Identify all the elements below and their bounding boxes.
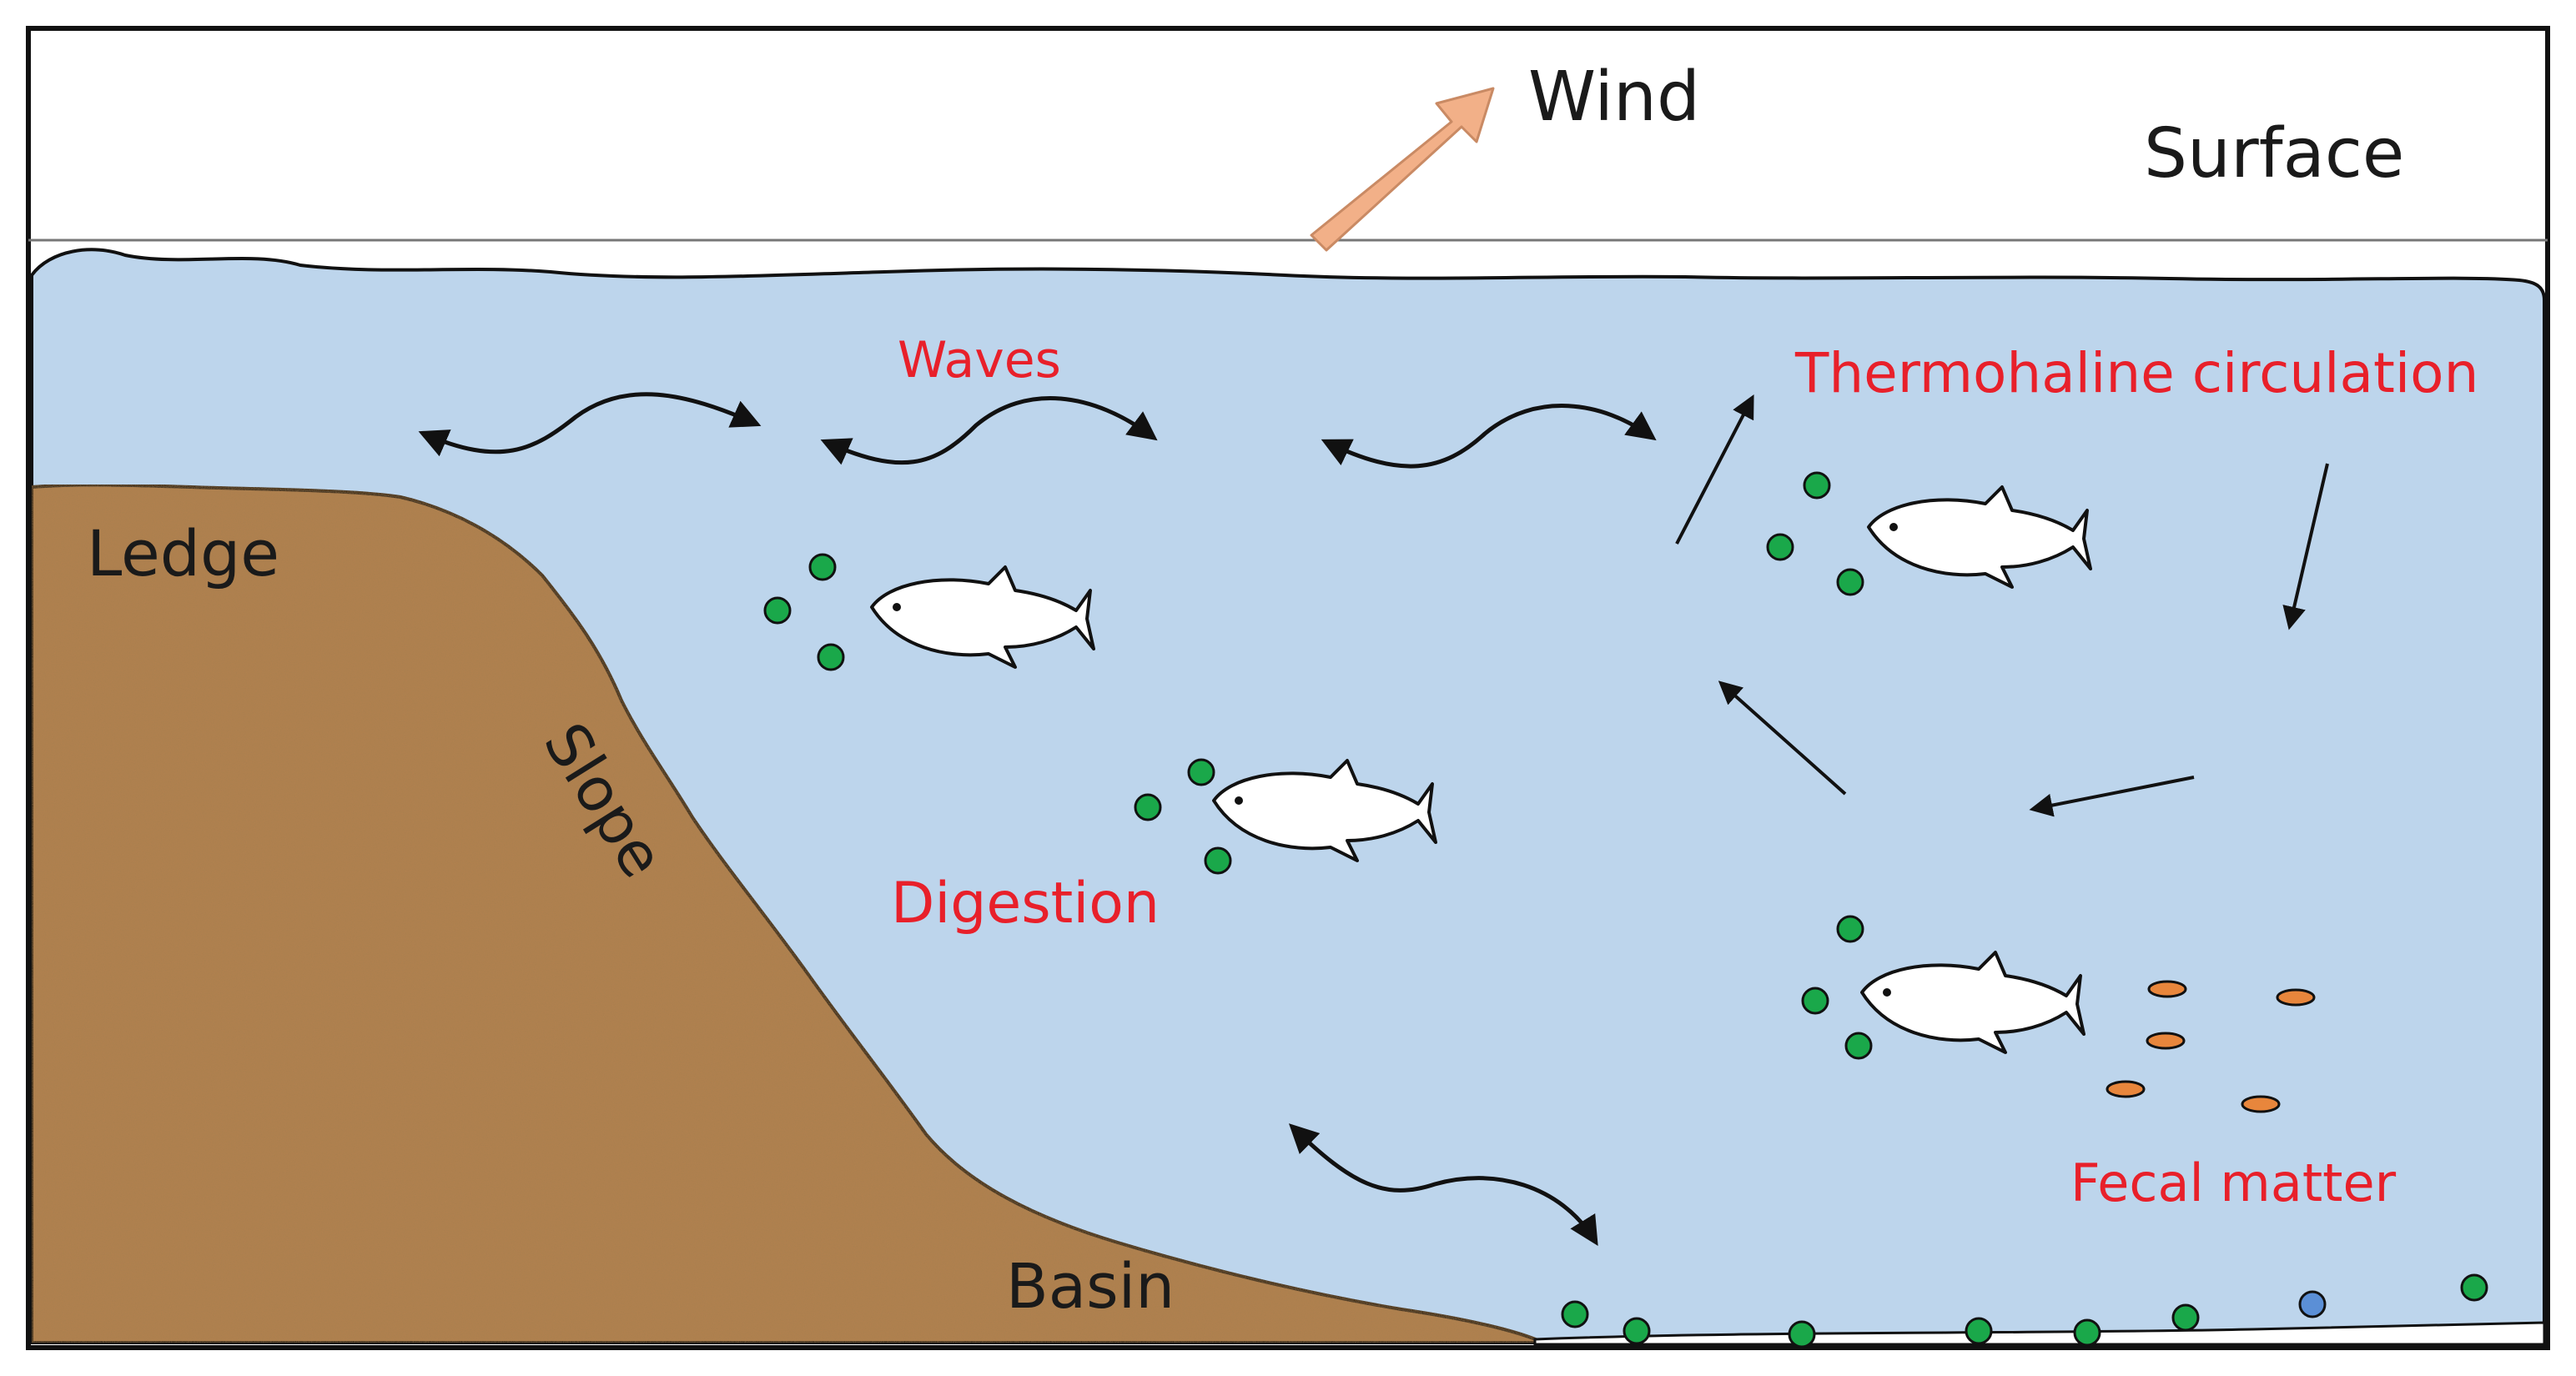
particle [817,643,845,671]
label-surface: Surface [2144,114,2404,193]
circulation-arrow-icon [1718,680,1847,796]
wave-arrow-icon [1288,1123,1598,1246]
fecal-pellet [2106,1080,2146,1098]
particle [1561,1300,1589,1328]
particle [2460,1273,2488,1302]
wave-arrow-icon [820,395,1158,465]
wave-arrows [418,392,1657,1246]
particle [1788,1320,1816,1348]
particle [1836,915,1864,943]
fecal-pellet [2146,1032,2186,1050]
particle [2298,1290,2327,1318]
label-fecal-matter: Fecal matter [2070,1153,2397,1213]
fecal-pellet [2276,988,2316,1007]
particle [808,553,837,581]
particle [1803,471,1831,500]
circulation-arrows [1675,394,2329,817]
fecal-pellet [2147,980,2187,998]
label-thermohaline: Thermohaline circulation [1794,341,2478,405]
label-digestion: Digestion [891,871,1160,937]
label-wind: Wind [1528,58,1700,137]
particle [2073,1318,2101,1347]
particle [1801,987,1829,1015]
particle [763,596,792,625]
particle [1844,1032,1873,1060]
sediment [30,483,1544,1344]
particle [1965,1317,1993,1345]
particle [1187,758,1215,786]
wind-arrow-icon [1310,87,1495,252]
circulation-arrow-icon [2029,776,2195,817]
particle [2171,1303,2200,1332]
circulation-arrow-icon [2282,463,2329,630]
label-basin: Basin [1006,1251,1175,1323]
wave-arrow-icon [418,392,762,457]
particles [763,471,2488,1348]
fecal-pellet [2241,1095,2281,1113]
particle [1623,1317,1651,1345]
fecal-pellets [2106,980,2316,1113]
label-ledge: Ledge [87,516,279,590]
wave-arrow-icon [1321,404,1657,469]
particle [1836,568,1864,596]
circulation-arrow-icon [1675,394,1754,545]
particle [1204,846,1232,875]
basin-floor [1533,1321,2546,1346]
particle [1766,533,1794,561]
label-waves: Waves [898,331,1061,389]
particle [1134,793,1162,821]
